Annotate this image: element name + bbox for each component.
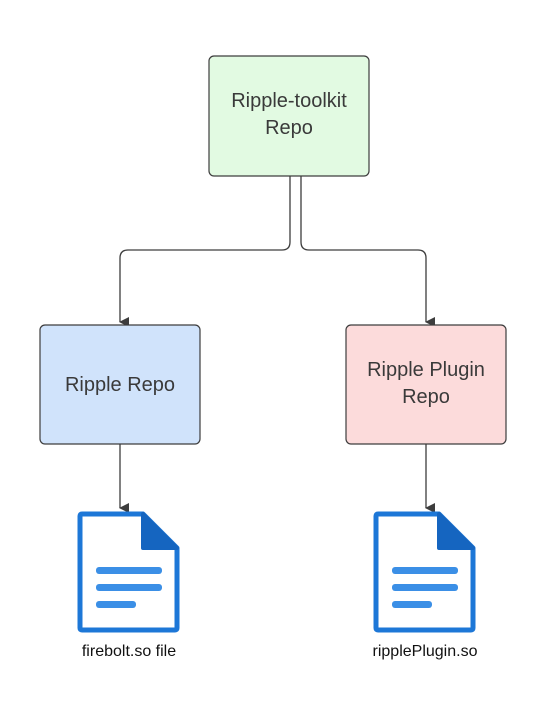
node-box [39, 324, 201, 445]
file-firebolt: firebolt.so file [77, 511, 180, 660]
document-icon [373, 511, 476, 633]
node-box [208, 55, 370, 177]
node-label: Ripple Repo [65, 374, 175, 396]
edge-toolkit-to-plugin [300, 176, 435, 327]
file-label: ripplePlugin.so [373, 643, 478, 660]
edge-toolkit-to-ripple [119, 176, 291, 327]
file-ripple-plugin-so: ripplePlugin.so [373, 511, 478, 660]
node-label-line-2: Repo [402, 386, 450, 408]
node-ripple-toolkit-repo: Ripple-toolkit Repo [208, 55, 370, 177]
node-label-line-2: Repo [265, 117, 313, 139]
node-box [345, 324, 507, 445]
connectors [119, 176, 435, 513]
document-icon [77, 511, 180, 633]
node-label-line-1: Ripple-toolkit [231, 90, 347, 112]
node-ripple-repo: Ripple Repo [39, 324, 201, 445]
node-label-line-1: Ripple Plugin [367, 359, 485, 381]
file-label: firebolt.so file [82, 643, 176, 660]
node-ripple-plugin-repo: Ripple Plugin Repo [345, 324, 507, 445]
